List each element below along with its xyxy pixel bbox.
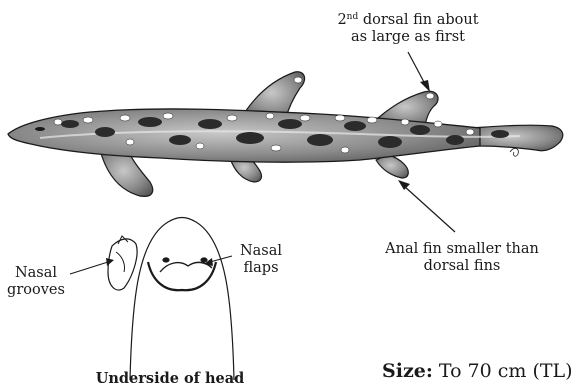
dorsal-fin-arrow [408,52,430,92]
anal-fin-label: Anal fin smaller than dorsal fins [362,241,562,275]
anal-fin [376,155,408,178]
nasal-grooves-label: Nasal grooves [4,265,68,299]
underside-of-head [108,218,234,381]
artist-mark [510,148,518,156]
second-dorsal-fin-label: 2nd dorsal fin about as large as first [318,12,498,46]
size-caption: Size: To 70 cm (TL) [382,360,573,382]
nasal-grooves-arrow [70,258,114,274]
anal-fin-arrow [398,180,455,232]
mouth [148,262,216,290]
eye [35,127,45,131]
size-label: Size: [382,360,433,382]
size-value: To 70 cm (TL) [433,360,573,382]
shark-side-view [8,72,563,197]
underside-caption: Underside of head [90,370,250,387]
nasal-flaps-label: Nasal flaps [225,243,297,277]
nasal-groove-detail [108,239,137,290]
head-outline [130,218,234,381]
caudal-fin [470,125,563,151]
